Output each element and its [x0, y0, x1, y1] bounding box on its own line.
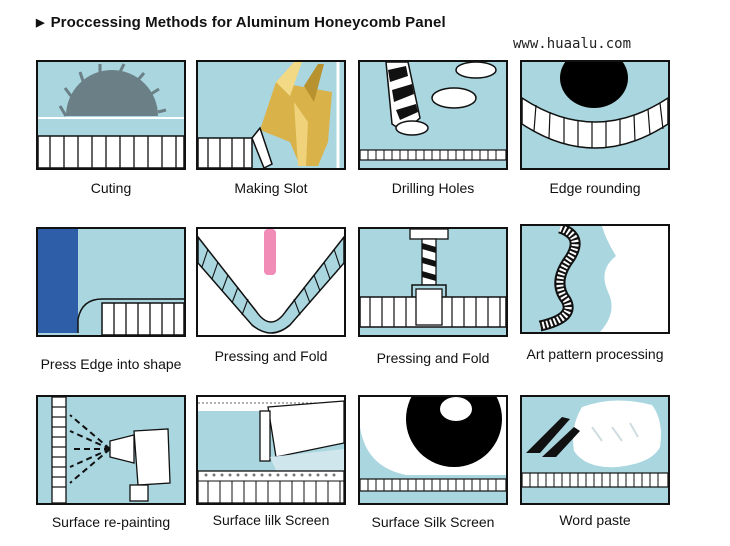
page-title: ▶ Proccessing Methods for Aluminum Honeyc…: [36, 14, 446, 31]
page-title-text: Proccessing Methods for Aluminum Honeyco…: [50, 14, 446, 31]
circular-saw-icon: [38, 63, 184, 168]
caption-art-pattern: Art pattern processing: [526, 346, 664, 362]
caption-press-fold: Pressing and Fold: [376, 350, 490, 366]
caption-edge-rounding: Edge rounding: [549, 180, 641, 196]
caption-making-slot: Making Slot: [234, 180, 308, 196]
word-paste-icon: [522, 400, 668, 488]
panel-edge-rounding: [520, 60, 670, 170]
panel-press-edge: [36, 227, 186, 337]
panel-art-pattern: [520, 224, 670, 334]
caption-press-edge: Press Edge into shape: [40, 356, 182, 372]
panel-surface-lilk-screen: [196, 395, 346, 505]
panel-press-fold: [358, 227, 508, 337]
panel-drilling-holes: [358, 60, 508, 170]
silk-roller-icon: [360, 397, 506, 492]
caption-surface-silk-screen: Surface Silk Screen: [371, 514, 495, 530]
press-fold-icon: [360, 229, 506, 328]
caption-word-paste: Word paste: [559, 512, 631, 528]
slot-cutter-icon: [198, 62, 340, 168]
panel-surface-repainting: [36, 395, 186, 505]
v-fold-icon: [198, 229, 344, 335]
art-pattern-icon: [538, 226, 668, 332]
edge-rounding-icon: [522, 62, 668, 149]
panel-word-paste: [520, 395, 670, 505]
watermark-url: www.huaalu.com: [513, 36, 632, 52]
caption-cutting: Cuting: [90, 180, 132, 196]
panel-v-fold: [196, 227, 346, 337]
drill-bit-icon: [360, 62, 506, 161]
silk-screen-icon: [198, 397, 344, 503]
panel-making-slot: [196, 60, 346, 170]
caption-v-fold: Pressing and Fold: [214, 348, 328, 364]
caption-surface-lilk-screen: Surface lilk Screen: [212, 512, 330, 528]
panel-surface-silk-screen: [358, 395, 508, 505]
press-edge-icon: [38, 229, 184, 335]
triangle-bullet-icon: ▶: [36, 17, 45, 29]
caption-surface-repainting: Surface re-painting: [51, 514, 171, 530]
panel-cutting: [36, 60, 186, 170]
spray-paint-icon: [51, 397, 171, 503]
caption-drilling-holes: Drilling Holes: [391, 180, 475, 196]
